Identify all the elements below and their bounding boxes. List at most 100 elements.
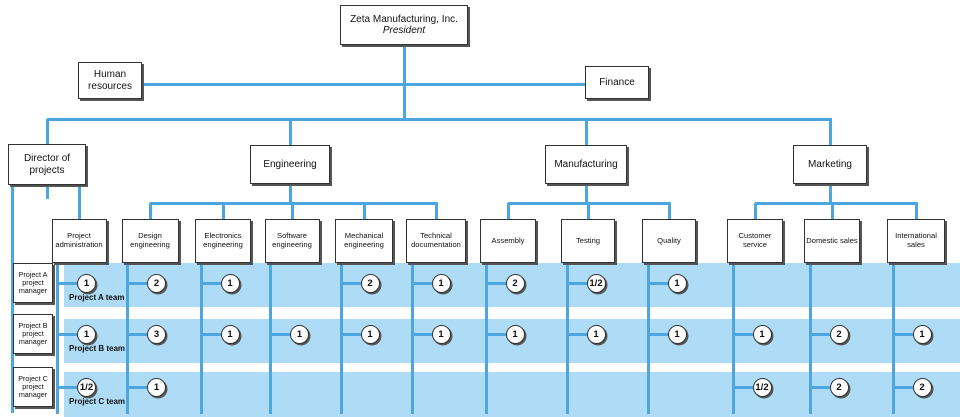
unit-electronics-engineering-box-label: Electronics engineering (203, 231, 243, 249)
allocation-circle: 3 (147, 324, 166, 344)
unit-technical-documentation-box: Technical documentation (406, 219, 466, 263)
allocation-link-line (733, 332, 755, 336)
unit-column-line-8 (646, 263, 650, 414)
unit-column-line-2 (199, 263, 203, 414)
allocation-circle: 2 (147, 273, 166, 293)
unit-software-engineering-box-label: Software engineering (272, 231, 312, 249)
unit-bar-2 (755, 201, 918, 205)
unit-column-line-10 (808, 263, 812, 414)
allocation-circle: 1 (77, 273, 96, 293)
allocation-circle: 1/2 (77, 377, 96, 397)
engineering-box: Engineering (250, 145, 330, 184)
division-down-line-1 (584, 185, 588, 205)
president-box: Zeta Manufacturing, Inc.President (340, 5, 468, 45)
allocation-link-line (733, 385, 755, 389)
unit-column-line-4 (339, 263, 343, 414)
allocation-link-line (412, 281, 434, 285)
allocation-link-line (127, 385, 149, 389)
allocation-circle: 1 (77, 324, 96, 344)
allocation-circle: 1 (360, 324, 380, 344)
allocation-link-line (893, 385, 915, 389)
project-2-manager-box-label: Project C project manager (18, 373, 48, 400)
project-0-manager-box-label: Project A project manager (18, 269, 48, 296)
unit-drop-3 (290, 203, 294, 221)
drop-division-0 (288, 119, 292, 147)
allocation-link-line (648, 332, 670, 336)
allocation-circle: 1 (290, 324, 309, 344)
finance-box-label: Finance (599, 76, 635, 88)
finance-box: Finance (585, 66, 649, 99)
unit-design-engineering-box-label: Design engineering (130, 231, 170, 249)
unit-customer-service-box: Customer service (727, 219, 783, 263)
project-administration-box-label: Project administration (55, 231, 103, 249)
director-of-projects-box-label: Director of projects (23, 153, 71, 176)
allocation-circle: 1 (586, 324, 606, 344)
allocation-link-line (201, 332, 223, 336)
allocation-circle: 1/2 (586, 273, 606, 293)
unit-column-line-9 (731, 263, 735, 414)
allocation-circle: 1 (505, 324, 525, 344)
unit-software-engineering-box: Software engineering (264, 219, 320, 263)
manufacturing-box-label: Manufacturing (554, 158, 618, 170)
human-resources-box-label: Human resources (88, 69, 132, 92)
drop-director (45, 119, 49, 147)
allocation-link-line (412, 332, 434, 336)
unit-column-line-11 (891, 263, 895, 414)
unit-electronics-engineering-box: Electronics engineering (195, 219, 251, 263)
marketing-box-label: Marketing (808, 158, 852, 170)
allocation-circle: 1 (220, 324, 240, 344)
unit-column-line-3 (269, 263, 272, 414)
allocation-link-line (486, 332, 508, 336)
allocation-circle: 1 (147, 377, 166, 397)
unit-drop-10 (830, 203, 834, 221)
unit-technical-documentation-box-label: Technical documentation (411, 231, 461, 249)
allocation-circle: 1/2 (752, 377, 772, 397)
unit-column-line-5 (410, 263, 414, 414)
allocation-link-line (57, 385, 79, 389)
unit-column-line-7 (565, 263, 569, 414)
project-1-manager-box-label: Project B project manager (18, 320, 48, 347)
unit-drop-9 (753, 203, 757, 221)
allocation-circle: 1 (752, 324, 772, 344)
unit-drop-7 (586, 203, 590, 221)
president-trunk-line (402, 44, 406, 121)
unit-domestic-sales-box-label: Domestic sales (806, 235, 858, 245)
allocation-circle: 1 (667, 273, 687, 293)
director-down-line (45, 185, 49, 199)
project-1-manager-box: Project B project manager (13, 314, 53, 354)
unit-column-line-1 (126, 263, 129, 414)
allocation-link-line (648, 281, 670, 285)
unit-international-sales-box: International sales (887, 219, 945, 263)
unit-design-engineering-box: Design engineering (121, 219, 179, 263)
main-horizontal-line (47, 117, 832, 121)
allocation-circle: 1 (912, 324, 932, 344)
allocation-link-line (201, 281, 223, 285)
project-team-label: Project A team (69, 293, 125, 302)
allocation-link-line (567, 281, 589, 285)
human-resources-box: Human resources (78, 62, 142, 99)
unit-mechanical-engineering-box-label: Mechanical engineering (344, 231, 384, 249)
unit-customer-service-box-label: Customer service (738, 231, 772, 249)
allocation-circle: 1 (220, 273, 240, 293)
unit-column-line-6 (484, 263, 488, 414)
project-team-label: Project C team (69, 397, 126, 406)
manufacturing-box: Manufacturing (545, 145, 627, 184)
allocation-link-line (810, 385, 832, 389)
allocation-circle: 2 (829, 377, 849, 397)
allocation-link-line (486, 281, 508, 285)
unit-column-line-0 (56, 263, 59, 414)
allocation-link-line (893, 332, 915, 336)
allocation-link-line (341, 332, 363, 336)
admin-drop-line (77, 185, 81, 221)
president-box-title: President (382, 25, 426, 36)
unit-drop-5 (434, 203, 438, 221)
drop-division-2 (828, 119, 832, 147)
unit-domestic-sales-box: Domestic sales (804, 219, 860, 263)
unit-drop-6 (506, 203, 510, 221)
allocation-circle: 2 (829, 324, 849, 344)
unit-assembly-box-label: Assembly (491, 235, 525, 245)
allocation-link-line (810, 332, 832, 336)
allocation-link-line (57, 281, 79, 285)
unit-drop-1 (148, 203, 152, 221)
